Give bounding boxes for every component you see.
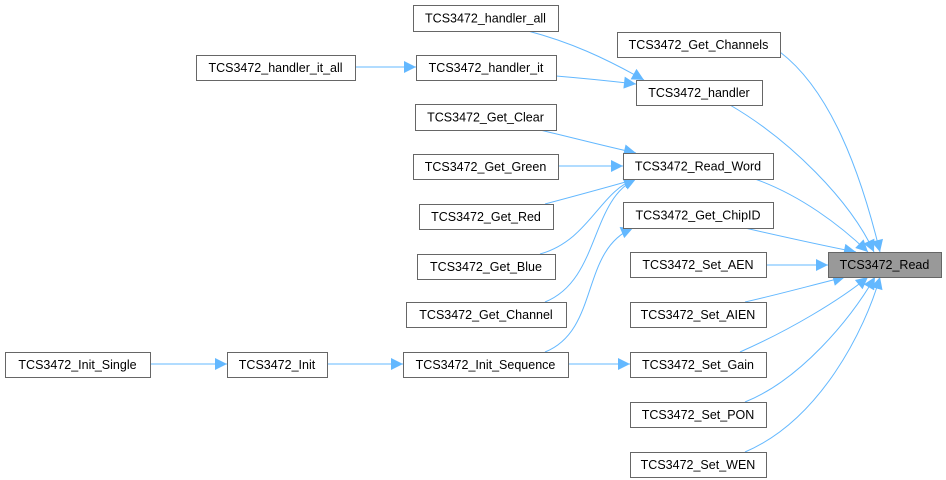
node-set-aen[interactable]: TCS3472_Set_AEN <box>630 252 767 278</box>
edge-get_chipid-to-read <box>744 227 857 256</box>
node-box <box>630 402 767 428</box>
node-label: TCS3472_Get_Clear <box>427 111 544 125</box>
node-box <box>630 352 767 378</box>
node-label: TCS3472_Get_Channel <box>419 308 552 322</box>
node-get-channel[interactable]: TCS3472_Get_Channel <box>406 302 567 328</box>
edge-get_channel-to-read_word <box>544 178 637 303</box>
node-init-single[interactable]: TCS3472_Init_Single <box>5 352 151 378</box>
edge-handler-to-read <box>729 104 875 253</box>
node-label: TCS3472_Get_Green <box>425 160 547 174</box>
node-box <box>630 252 767 278</box>
node-get-channels[interactable]: TCS3472_Get_Channels <box>617 32 781 58</box>
edge-set_wen-to-read <box>744 276 883 453</box>
node-label: TCS3472_Read_Word <box>635 160 761 174</box>
node-label: TCS3472_Init_Sequence <box>416 358 556 372</box>
node-label: TCS3472_handler_it_all <box>208 61 342 75</box>
node-box <box>636 80 763 106</box>
edge-set_gain-to-read <box>739 276 869 353</box>
node-box <box>623 202 774 229</box>
node-handler-it-all[interactable]: TCS3472_handler_it_all <box>196 55 356 81</box>
node-box <box>617 32 781 58</box>
node-label: TCS3472_Set_Gain <box>642 358 754 372</box>
edge-set_aien-to-read <box>744 274 846 303</box>
node-box <box>227 352 328 378</box>
edge-get_red-to-read_word <box>544 176 637 205</box>
node-box <box>403 352 569 378</box>
node-set-gain[interactable]: TCS3472_Set_Gain <box>630 352 767 378</box>
node-set-aien[interactable]: TCS3472_Set_AIEN <box>630 302 767 328</box>
node-label: TCS3472_Get_ChipID <box>635 209 760 223</box>
node-label: TCS3472_Init <box>239 358 316 372</box>
node-label: TCS3472_handler_it <box>429 61 544 75</box>
edge-init_sequence-to-get_chipid <box>544 227 634 353</box>
node-box <box>196 55 356 81</box>
node-box <box>413 5 559 32</box>
node-get-chipid[interactable]: TCS3472_Get_ChipID <box>623 202 774 229</box>
node-box <box>406 302 567 328</box>
node-set-pon[interactable]: TCS3472_Set_PON <box>630 402 767 428</box>
node-handler-it[interactable]: TCS3472_handler_it <box>416 55 557 81</box>
node-label: TCS3472_Read <box>840 258 930 272</box>
edge-get_blue-to-read_word <box>539 176 637 255</box>
node-init-sequence[interactable]: TCS3472_Init_Sequence <box>403 352 569 378</box>
edge-handler_it-to-handler <box>555 75 637 89</box>
node-box <box>828 252 942 278</box>
node-label: TCS3472_Set_WEN <box>641 458 756 472</box>
edge-get_clear-to-read_word <box>539 129 637 157</box>
node-box <box>630 302 767 328</box>
node-box <box>630 452 767 478</box>
node-get-blue[interactable]: TCS3472_Get_Blue <box>417 254 556 280</box>
node-label: TCS3472_Set_AIEN <box>641 308 756 322</box>
node-set-wen[interactable]: TCS3472_Set_WEN <box>630 452 767 478</box>
node-read[interactable]: TCS3472_Read <box>828 252 942 278</box>
node-box <box>416 55 557 81</box>
node-box <box>623 153 774 180</box>
node-label: TCS3472_handler_all <box>425 12 546 26</box>
node-get-clear[interactable]: TCS3472_Get_Clear <box>415 104 557 131</box>
node-get-green[interactable]: TCS3472_Get_Green <box>413 154 559 180</box>
node-box <box>419 204 554 230</box>
node-get-red[interactable]: TCS3472_Get_Red <box>419 204 554 230</box>
edge-handler_all-to-handler <box>527 30 645 81</box>
node-label: TCS3472_Get_Channels <box>629 38 769 52</box>
edges <box>150 30 883 453</box>
nodes: TCS3472_handler_allTCS3472_Get_ChannelsT… <box>5 5 942 478</box>
node-label: TCS3472_Set_PON <box>642 408 755 422</box>
node-label: TCS3472_handler <box>648 86 749 100</box>
edge-set_pon-to-read <box>744 276 876 403</box>
node-read-word[interactable]: TCS3472_Read_Word <box>623 153 774 180</box>
node-box <box>415 104 557 131</box>
node-box <box>5 352 151 378</box>
node-label: TCS3472_Get_Red <box>431 210 541 224</box>
node-label: TCS3472_Init_Single <box>18 358 136 372</box>
node-label: TCS3472_Get_Blue <box>430 260 542 274</box>
node-handler-all[interactable]: TCS3472_handler_all <box>413 5 559 32</box>
node-init[interactable]: TCS3472_Init <box>227 352 328 378</box>
node-box <box>413 154 559 180</box>
node-box <box>417 254 556 280</box>
node-label: TCS3472_Set_AEN <box>642 258 753 272</box>
edge-get_channels-to-read <box>779 51 883 253</box>
edge-read_word-to-read <box>754 178 869 253</box>
node-handler[interactable]: TCS3472_handler <box>636 80 763 106</box>
